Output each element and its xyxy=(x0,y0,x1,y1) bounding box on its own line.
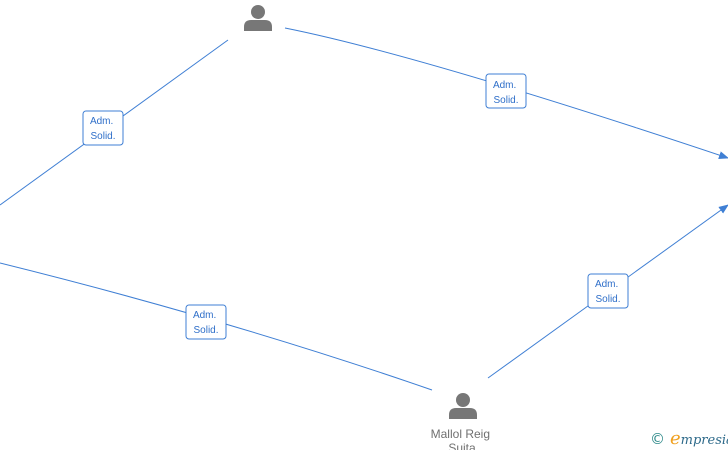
edges xyxy=(0,27,728,391)
person-icon xyxy=(244,5,272,31)
brand-rest: mpresia xyxy=(681,433,728,448)
edge-label-line-1: Adm. xyxy=(193,310,216,321)
brand-initial: e xyxy=(670,428,681,449)
brand-logo-text: empresia xyxy=(670,428,728,449)
edge-label-line-2: Solid. xyxy=(90,131,115,142)
edge-label-text: Adm. Solid. xyxy=(595,279,621,305)
person-name: Mallol Reig Suita xyxy=(431,427,494,450)
edge-label-text: Adm. Solid. xyxy=(493,80,519,106)
person-icon xyxy=(449,393,477,419)
edge-label-line-1: Adm. xyxy=(493,80,516,91)
edge-label-top-right[interactable]: Adm. Solid. xyxy=(485,73,527,109)
edge-label-bottom-left[interactable]: Adm. Solid. xyxy=(185,304,227,340)
person-node-top[interactable] xyxy=(244,5,272,31)
empresia-watermark: © empresia xyxy=(650,428,728,449)
edge-label-top-left[interactable]: Adm. Solid. xyxy=(82,110,124,146)
edge-label-line-1: Adm. xyxy=(90,116,113,127)
person-name-line-2: Suita xyxy=(448,441,476,450)
person-node-bottom[interactable]: Mallol Reig Suita xyxy=(431,393,494,450)
edge-label-text: Adm. Solid. xyxy=(193,310,219,336)
edge-label-text: Adm. Solid. xyxy=(90,116,116,142)
edge-label-bottom-right[interactable]: Adm. Solid. xyxy=(587,273,629,309)
edge-label-line-2: Solid. xyxy=(193,325,218,336)
edge-label-line-2: Solid. xyxy=(595,294,620,305)
edge-label-line-1: Adm. xyxy=(595,279,618,290)
copyright-symbol: © xyxy=(650,430,665,448)
person-name-line-1: Mallol Reig xyxy=(431,427,490,441)
edge-label-line-2: Solid. xyxy=(493,95,518,106)
edge-line-top-right xyxy=(284,27,728,159)
